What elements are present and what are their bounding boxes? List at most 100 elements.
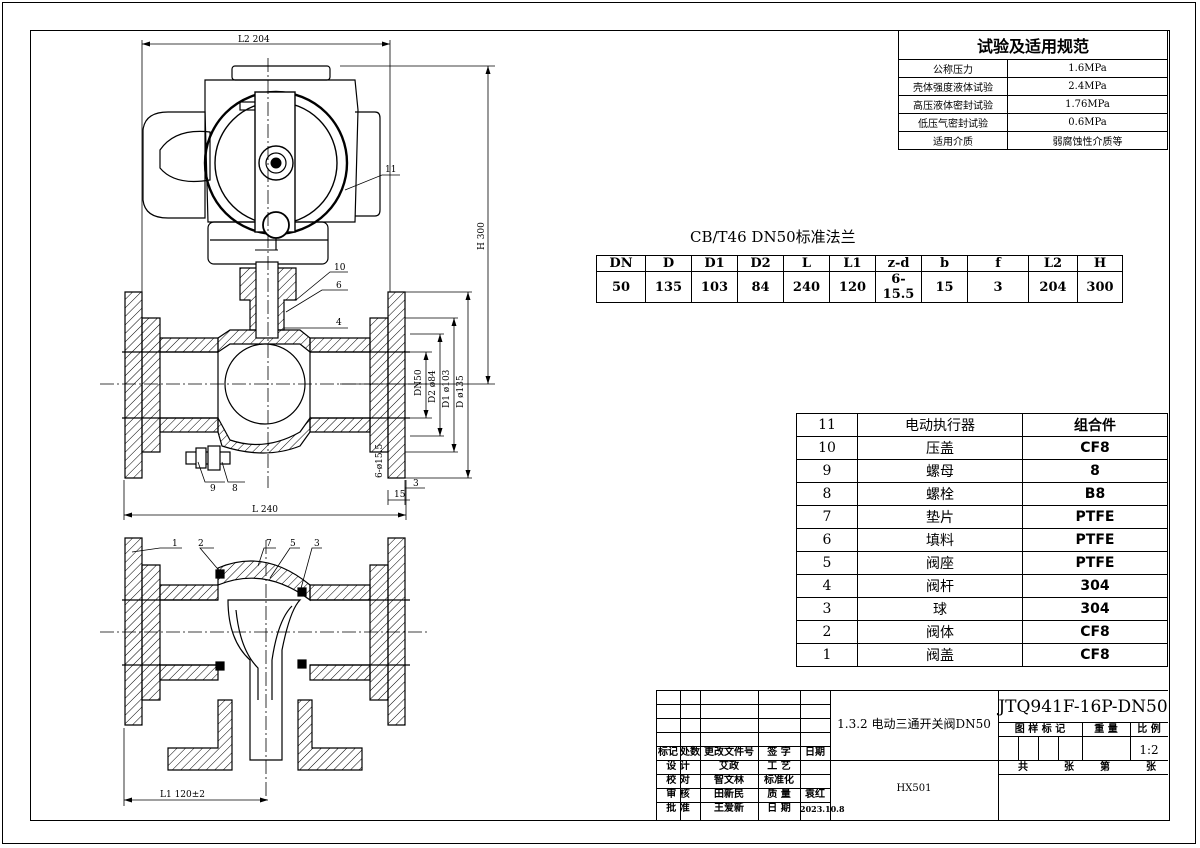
inner-border <box>30 30 1170 821</box>
part-name: 压盖 <box>857 436 1023 460</box>
approval-role: 校 对 <box>666 775 690 786</box>
leader-label-6: 6 <box>336 281 342 291</box>
flange-value: 3 <box>967 271 1029 303</box>
dim-d: D ø135 <box>456 375 466 408</box>
part-material: PTFE <box>1022 551 1168 575</box>
part-material: PTFE <box>1022 528 1168 552</box>
approval-role2: 质 量 <box>767 789 791 800</box>
flange-header: f <box>967 255 1029 272</box>
part-number: 9 <box>796 459 858 483</box>
handwheel <box>203 90 349 250</box>
part-material: 304 <box>1022 597 1168 621</box>
part-material: CF8 <box>1022 620 1168 644</box>
approval-name2: 2023.10.8 <box>800 804 845 814</box>
flange-value: 15 <box>921 271 968 303</box>
flange-value: 50 <box>596 271 646 303</box>
revision-header-sign: 签 字 <box>767 747 791 758</box>
flange-header: H <box>1077 255 1123 272</box>
sheet-unit-label-2: 张 <box>1146 762 1156 773</box>
approval-name: 王爱新 <box>714 803 744 814</box>
part-number: 7 <box>796 505 858 529</box>
dim-l1: L1 120±2 <box>160 790 205 800</box>
approval-role: 审 核 <box>666 789 690 800</box>
spec-value: 0.6MPa <box>1007 113 1168 132</box>
dim-f: 3 <box>413 479 419 489</box>
model-number: JTQ941F-16P-DN50 <box>998 697 1168 717</box>
leader-label-11: 11 <box>385 165 396 175</box>
revision-header-mark: 标记 <box>658 747 678 758</box>
approval-role2: 工 艺 <box>767 761 791 772</box>
flange-header: DN <box>596 255 646 272</box>
flange-header: L2 <box>1028 255 1078 272</box>
part-number: 11 <box>796 413 858 437</box>
header-mark: 图 样 标 记 <box>1014 724 1066 735</box>
leader-label-1: 1 <box>172 539 178 549</box>
revision-header-count: 处数 <box>680 747 700 758</box>
flange-header: b <box>921 255 968 272</box>
dim-d1: D1 ø103 <box>442 369 452 408</box>
leader-label-8: 8 <box>232 484 238 494</box>
flange-value-row: 50 135 103 84 240 120 6-15.5 15 3 204 30… <box>596 271 1123 303</box>
spec-value: 1.76MPa <box>1007 95 1168 114</box>
part-material: 组合件 <box>1022 413 1168 437</box>
sheet-total-label: 共 <box>1018 762 1028 773</box>
part-name: 螺母 <box>857 459 1023 483</box>
part-number: 5 <box>796 551 858 575</box>
flange-value: 6-15.5 <box>875 271 922 303</box>
approval-name2: 袁红 <box>805 789 825 800</box>
flange-header: D <box>645 255 692 272</box>
dim-l2: L2 204 <box>238 35 270 45</box>
flange-value: 240 <box>783 271 830 303</box>
sheet-unit-label: 张 <box>1064 762 1074 773</box>
part-material: PTFE <box>1022 505 1168 529</box>
part-material: B8 <box>1022 482 1168 506</box>
flange-value: 103 <box>691 271 738 303</box>
part-name: 阀杆 <box>857 574 1023 598</box>
part-name: 阀体 <box>857 620 1023 644</box>
part-name: 垫片 <box>857 505 1023 529</box>
sheet-no-label: 第 <box>1100 762 1110 773</box>
dim-l: L 240 <box>252 505 278 515</box>
flange-table: DN D D1 D2 L L1 z-d b f L2 H 50 135 103 … <box>596 255 1123 303</box>
revision-header-file: 更改文件号 <box>704 747 754 758</box>
part-name: 电动执行器 <box>857 413 1023 437</box>
valve-body-top <box>122 249 410 479</box>
spec-value: 弱腐蚀性介质等 <box>1007 131 1168 150</box>
valve-body-bottom <box>122 537 410 771</box>
revision-header-date: 日期 <box>805 747 825 758</box>
scale-value: 1:2 <box>1139 743 1159 757</box>
part-material: 8 <box>1022 459 1168 483</box>
leader-label-4: 4 <box>336 318 342 328</box>
flange-header: D1 <box>691 255 738 272</box>
flange-header-row: DN D D1 D2 L L1 z-d b f L2 H <box>596 255 1123 272</box>
part-number: 3 <box>796 597 858 621</box>
spec-label: 低压气密封试验 <box>898 113 1008 132</box>
spec-label: 高压液体密封试验 <box>898 95 1008 114</box>
flange-value: 120 <box>829 271 876 303</box>
spec-label: 公称压力 <box>898 59 1008 78</box>
part-number: 10 <box>796 436 858 460</box>
dim-zd: 6-ø15.5 <box>375 444 385 478</box>
spec-label: 壳体强度液体试验 <box>898 77 1008 96</box>
flange-value: 204 <box>1028 271 1078 303</box>
part-name: 球 <box>857 597 1023 621</box>
header-weight: 重 量 <box>1094 724 1118 735</box>
leader-lines <box>131 174 400 593</box>
leader-label-3: 3 <box>314 539 320 549</box>
spec-value: 2.4MPa <box>1007 77 1168 96</box>
approval-name: 田新民 <box>714 789 744 800</box>
part-name: 螺栓 <box>857 482 1023 506</box>
dim-b: 15 <box>394 490 406 500</box>
approval-role: 设 计 <box>666 761 690 772</box>
